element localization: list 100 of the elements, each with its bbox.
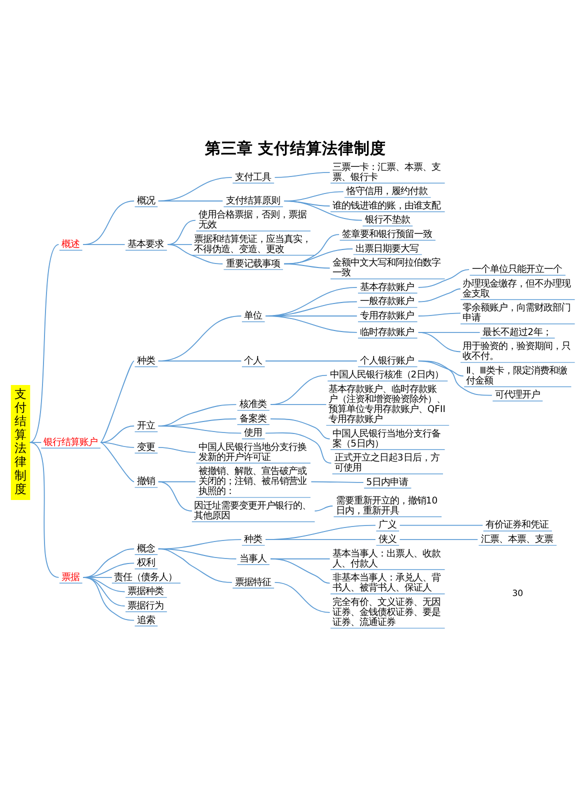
connector bbox=[265, 524, 376, 540]
connector bbox=[310, 481, 364, 483]
node-text: 票据 bbox=[62, 572, 80, 583]
node-text: 谁的钱进谁的账，由谁支配 bbox=[332, 200, 441, 212]
connector bbox=[158, 446, 196, 453]
node-text: 签章要和银行预留一致 bbox=[342, 229, 432, 240]
node-text: 权利 bbox=[136, 558, 155, 569]
node-text: 使用合格票据，否则，票据无效 bbox=[198, 210, 306, 231]
connector bbox=[265, 316, 358, 333]
connector bbox=[82, 244, 126, 246]
node-text: 票据种类 bbox=[128, 586, 164, 598]
node-text: 变更 bbox=[136, 442, 155, 453]
node-text: 用于验资的，验资期间，只收不付。 bbox=[462, 341, 571, 362]
node-text: 种类 bbox=[244, 534, 262, 546]
connector bbox=[158, 316, 242, 362]
connector bbox=[158, 481, 192, 512]
node-text: 被撤销、解散、宣告破产或关闭的；注销、被吊销营业执照的： bbox=[198, 466, 306, 498]
connector bbox=[158, 360, 242, 362]
node-text: 一般存款账户 bbox=[360, 296, 414, 308]
node-text: 银行不垫款 bbox=[364, 214, 410, 226]
node-text: 概念 bbox=[136, 543, 155, 554]
node-text: 责任（债务人） bbox=[114, 572, 178, 583]
node-text: 有价证券和凭证 bbox=[486, 520, 549, 531]
node-text: 核准类 bbox=[239, 399, 266, 410]
node-text: 票据行为 bbox=[128, 600, 164, 612]
connector bbox=[270, 404, 327, 406]
node-text: 最长不超过2年； bbox=[482, 326, 552, 338]
node-text: 当事人 bbox=[239, 553, 266, 564]
node-text: 基本当事人：出票人、收款人、付款人 bbox=[332, 548, 441, 570]
connector bbox=[100, 442, 135, 482]
label: 30 bbox=[512, 589, 524, 600]
node-text: 临时存款账户 bbox=[360, 326, 414, 338]
node-text: 因迁址需要变更开户银行的、其他原因 bbox=[194, 500, 312, 522]
node-text: 票据特征 bbox=[234, 576, 271, 588]
node-text: 专用存款账户 bbox=[360, 310, 414, 322]
connector bbox=[29, 442, 60, 578]
connector bbox=[270, 558, 330, 584]
connector bbox=[82, 200, 135, 246]
node-text: 支付工具 bbox=[234, 172, 271, 183]
node-text: 汇票、本票、支票 bbox=[480, 534, 553, 546]
connector bbox=[82, 577, 135, 621]
connector bbox=[418, 360, 492, 396]
connector bbox=[100, 360, 135, 443]
connector bbox=[265, 360, 358, 362]
connector bbox=[284, 263, 330, 269]
node-text: 5日内申请 bbox=[366, 476, 408, 488]
connector bbox=[274, 172, 330, 178]
node-text: 种类 bbox=[136, 355, 155, 366]
node-text: 金额中文大写和阿拉伯数字一致 bbox=[332, 258, 441, 279]
node-text: 恪守信用，履约付款 bbox=[346, 186, 428, 198]
node-text: 广义 bbox=[378, 520, 396, 531]
node-text: 非基本当事人：承兑人、背书人、被背书人、保证人 bbox=[332, 572, 441, 594]
connector bbox=[158, 176, 232, 202]
node-text: 概述 bbox=[62, 239, 80, 250]
connector bbox=[158, 426, 242, 434]
node-text: 重要记载事项 bbox=[226, 258, 280, 270]
node-text: 开立 bbox=[136, 420, 155, 432]
connector bbox=[399, 524, 484, 526]
connector bbox=[284, 200, 362, 221]
connector bbox=[100, 442, 135, 448]
connector bbox=[270, 418, 330, 440]
node-text: 备案类 bbox=[239, 413, 266, 424]
connector bbox=[314, 506, 334, 512]
connector bbox=[167, 244, 224, 264]
connector bbox=[29, 244, 60, 443]
connector bbox=[418, 312, 461, 316]
connector bbox=[418, 288, 461, 302]
diagram-title: 第三章 支付结算法律制度 bbox=[204, 138, 386, 158]
node-text: 中国人民银行当地分支行备案（5日内） bbox=[332, 428, 441, 450]
node-text: 支付结算原则 bbox=[226, 195, 280, 206]
node-text: 基本存款账户、临时存款账户（注资和增资验资除外）、预算单位专用存款账户、QFII专用存款账户 bbox=[328, 384, 446, 426]
node-text: 票据和结算凭证，应当真实，不得伪造、变造、更改 bbox=[194, 234, 312, 256]
connector bbox=[418, 269, 470, 288]
node-text: 基本要求 bbox=[128, 239, 164, 250]
connector bbox=[158, 200, 224, 202]
connector bbox=[274, 582, 330, 613]
node-text: 中国人民银行核准（2日内） bbox=[330, 370, 444, 381]
node-text: 出票日期要大写 bbox=[356, 243, 419, 254]
connector bbox=[399, 539, 478, 540]
connector bbox=[270, 374, 328, 406]
node-text: 撤销 bbox=[136, 476, 155, 488]
node-text: 侠义 bbox=[378, 534, 396, 546]
node-box: 支付结算法律制度 bbox=[10, 384, 30, 500]
node-text: 中国人民银行当地分支行换发新的开户许可证 bbox=[198, 442, 306, 463]
node-text: 正式开立之日起3日后，方可使用 bbox=[334, 452, 440, 474]
node-text: 追索 bbox=[136, 614, 155, 626]
connector bbox=[265, 539, 376, 540]
node-text: 银行结算账户 bbox=[43, 436, 98, 448]
connector bbox=[29, 442, 42, 443]
connector bbox=[265, 432, 332, 464]
node-text: 个人 bbox=[244, 355, 262, 366]
node-text: 办理现金缴存，但不办理现金支取 bbox=[462, 278, 571, 300]
node-text: 概况 bbox=[136, 195, 155, 206]
connector bbox=[418, 332, 461, 352]
node-text: 个人银行账户 bbox=[360, 355, 414, 366]
node-text: 可代理开户 bbox=[494, 390, 540, 401]
node-text: 使用 bbox=[244, 428, 262, 439]
node-text: 一个单位只能开立一个 bbox=[472, 264, 562, 276]
node-text: 单位 bbox=[244, 310, 262, 322]
node-text: 三票一卡：汇票、本票、支票、银行卡 bbox=[332, 162, 441, 183]
